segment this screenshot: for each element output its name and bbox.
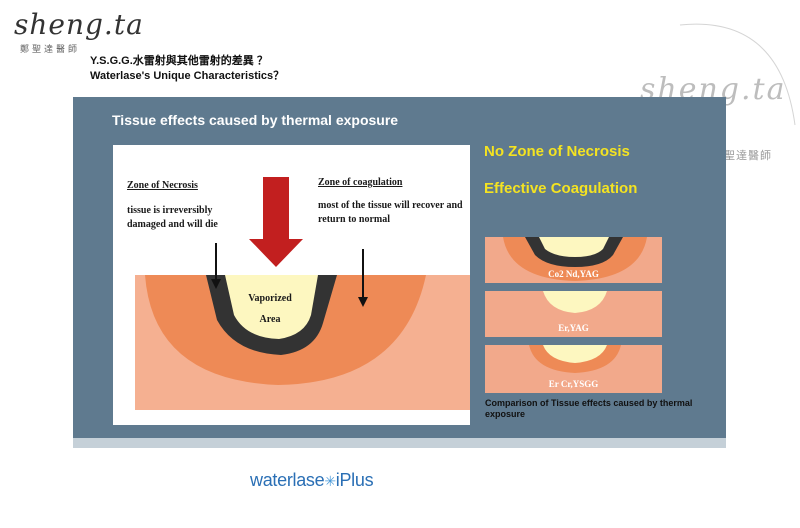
comparison-ercrysgg: Er Cr,YSGG bbox=[485, 345, 662, 393]
page-title-english: Waterlase's Unique Characteristics？ bbox=[90, 70, 285, 82]
vaporized-label: Vaporized Area bbox=[230, 288, 310, 330]
comparison-co2-ndyag: Co2 Nd,YAG bbox=[485, 237, 662, 283]
shengta-logo: sheng.ta bbox=[14, 8, 144, 41]
comparison-ercrysgg-label: Er Cr,YSGG bbox=[548, 379, 599, 389]
comparison-co2-label: Co2 Nd,YAG bbox=[548, 269, 599, 279]
coagulation-pointer-arrow-icon bbox=[358, 297, 368, 307]
coagulation-heading: Zone of coagulation bbox=[318, 177, 403, 188]
laser-arrow-icon bbox=[249, 177, 303, 267]
brand-name: waterlase bbox=[250, 470, 325, 490]
vaporized-label-line2: Area bbox=[259, 314, 281, 325]
comparison-ercrysgg-graphic bbox=[529, 345, 621, 373]
comparison-caption: Comparison of Tissue effects caused by t… bbox=[485, 398, 693, 419]
page-title-chinese: Y.S.G.G.水雷射與其他雷射的差異 ？ bbox=[90, 55, 268, 67]
slide-bottom-band bbox=[73, 438, 726, 448]
comparison-eryag-label: Er,YAG bbox=[558, 323, 589, 333]
highlight-no-necrosis: No Zone of Necrosis bbox=[484, 143, 630, 160]
comparison-co2-graphic bbox=[503, 237, 647, 281]
sparkle-icon: ✳ bbox=[324, 473, 336, 489]
comparison-eryag: Er,YAG bbox=[485, 291, 662, 337]
logo-subtitle: 鄭聖達醫師 bbox=[20, 44, 81, 54]
watermark-subtitle: 鄭聖達醫師 bbox=[712, 150, 772, 162]
highlight-effective-coagulation: Effective Coagulation bbox=[484, 180, 638, 197]
coagulation-description: most of the tissue will recover and retu… bbox=[318, 200, 463, 225]
comparison-eryag-graphic bbox=[543, 291, 607, 313]
necrosis-pointer-arrow-icon bbox=[211, 279, 221, 289]
slide-title: Tissue effects caused by thermal exposur… bbox=[112, 112, 399, 128]
brand-suffix: iPlus bbox=[335, 470, 374, 490]
watermark-arc bbox=[679, 23, 796, 126]
vaporized-area bbox=[225, 275, 318, 339]
waterlase-iplus-logo: waterlase✳iPlus bbox=[250, 470, 374, 491]
vaporized-label-line1: Vaporized bbox=[248, 293, 292, 304]
necrosis-heading: Zone of Necrosis bbox=[127, 180, 198, 191]
necrosis-description: tissue is irreversibly damaged and will … bbox=[127, 205, 218, 230]
tissue-diagram bbox=[135, 177, 470, 410]
